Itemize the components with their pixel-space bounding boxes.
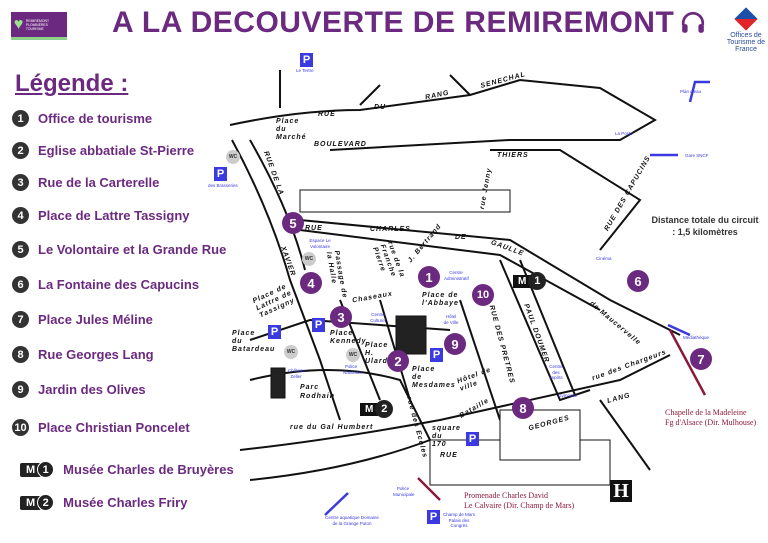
remiremont-tourisme-logo: ♥REMIREMONT PLOMBIÈRES TOURISME	[11, 12, 67, 40]
place-label: Cinéma	[596, 256, 612, 261]
street-label: Place du Marché	[276, 118, 307, 141]
place-label: Centre aquatique Domaine de la Grange Pu…	[325, 515, 379, 526]
street-label: Place de Mesdames	[412, 366, 456, 389]
wc-icon: WC	[302, 252, 316, 266]
stop-marker-6[interactable]: 6	[627, 270, 649, 292]
street-label: THIERS	[497, 152, 529, 159]
place-label: Gymnase	[558, 393, 578, 398]
place-label: Police Municipale	[393, 486, 415, 497]
street-label: square du 170	[432, 425, 461, 448]
street-label: Parc Rodhain	[300, 384, 335, 400]
stop-marker-5[interactable]: 5	[282, 212, 304, 234]
wc-icon: WC	[226, 150, 240, 164]
distance-note: Distance totale du circuit : 1,5 kilomèt…	[651, 215, 759, 237]
street-label: BOULEVARD	[314, 141, 367, 148]
street-label: CHARLES	[370, 226, 411, 233]
wc-icon: WC	[346, 348, 360, 362]
place-label: Château Zeller	[288, 368, 306, 379]
place-label: Police Nationale	[343, 364, 363, 375]
offices-de-tourisme-logo: Offices de Tourisme de France	[724, 7, 768, 53]
street-label: Place de l'Abbaye	[422, 292, 459, 307]
place-label: des Brasseries	[208, 183, 238, 188]
place-label: Gare SNCF	[685, 153, 709, 158]
parking-icon: P	[300, 53, 313, 67]
page-title: A LA DECOUVERTE DE REMIREMONT	[112, 6, 706, 40]
stop-marker-4[interactable]: 4	[300, 272, 322, 294]
street-label: Place H. Ulard	[365, 342, 389, 365]
headphones-icon	[682, 11, 705, 33]
place-label: Champ de Mars Palais des Congrès	[442, 512, 475, 528]
stop-marker-1[interactable]: 1	[418, 266, 440, 288]
parking-icon: P	[312, 318, 325, 332]
street-label: rue du Gal Humbert	[290, 424, 374, 431]
parking-icon: P	[268, 325, 281, 339]
place-label: Espace Le Volontaire	[309, 238, 331, 249]
place-label: Plan d'eau	[680, 89, 702, 94]
place-label: Hôtel de Ville	[443, 314, 459, 325]
stop-marker-7[interactable]: 7	[690, 348, 712, 370]
legend-title: Légende :	[15, 70, 129, 97]
heart-icon: ♥	[13, 15, 24, 33]
parking-icon: P	[427, 510, 440, 524]
stop-marker-9[interactable]: 9	[444, 333, 466, 355]
stop-marker-2[interactable]: 2	[387, 350, 409, 372]
wc-icon: WC	[284, 345, 298, 359]
hotel-icon: H	[610, 480, 632, 502]
parking-icon: P	[214, 167, 227, 181]
street-label: Place Kennedy	[330, 330, 367, 345]
place-label: Centre Administratif	[444, 270, 469, 281]
place-label: Médiathèque	[683, 335, 710, 340]
place-label: Centre Culturel	[370, 312, 386, 323]
street-label: RUE	[440, 452, 458, 459]
place-label: La Poste	[615, 131, 633, 136]
street-label: DE	[455, 234, 467, 241]
parking-icon: P	[466, 432, 479, 446]
street-label: RUE	[318, 111, 336, 118]
parking-icon: P	[430, 348, 443, 362]
place-label: Le Tertre	[296, 68, 314, 73]
stop-marker-10[interactable]: 10	[472, 284, 494, 306]
place-label: Centre des impôts	[549, 364, 563, 380]
street-label: Place du Batardeau	[232, 330, 276, 353]
stop-marker-3[interactable]: 3	[330, 306, 352, 328]
stop-marker-8[interactable]: 8	[512, 397, 534, 419]
street-label: DU	[374, 104, 387, 111]
street-label: RUE	[305, 225, 323, 232]
